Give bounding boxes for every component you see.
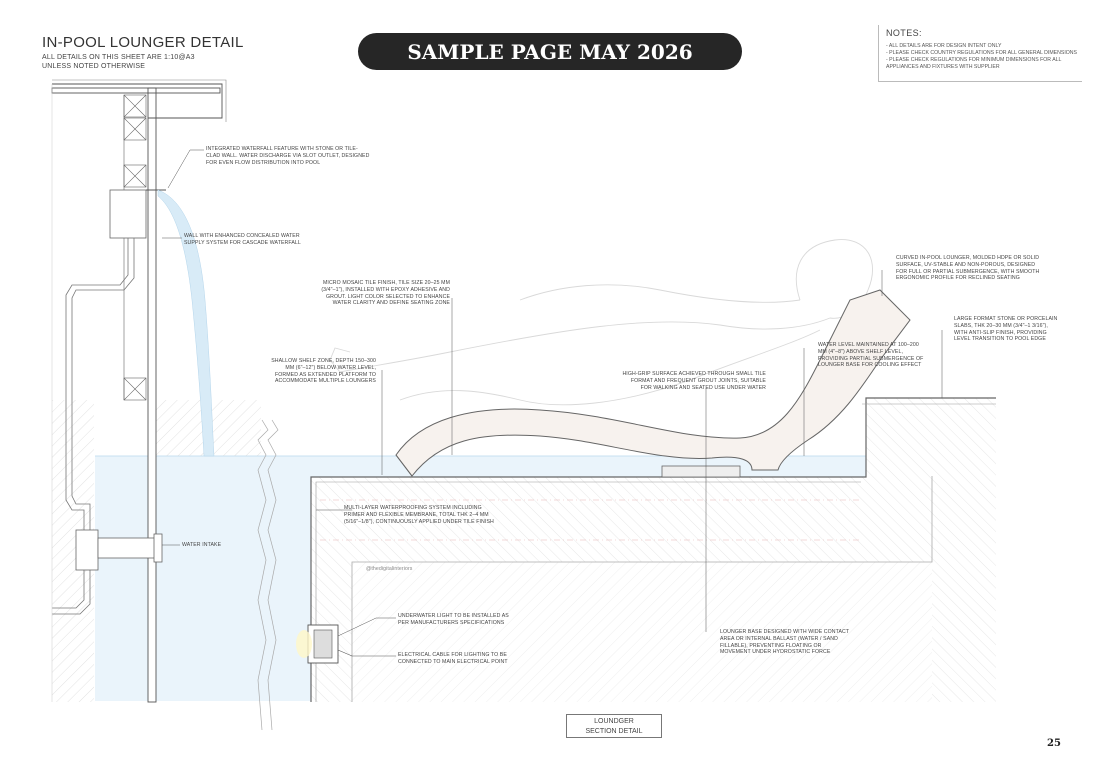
annotation-mosaic: MICRO MOSAIC TILE FINISH, TILE SIZE 20–2… — [321, 280, 450, 307]
page-number: 25 — [1047, 738, 1061, 749]
annotation-lounger: CURVED IN-POOL LOUNGER, MOLDED HDPE OR S… — [896, 255, 1040, 282]
blockwork — [123, 94, 147, 401]
annotation-water-intake: WATER INTAKE — [182, 542, 222, 548]
structure-fill — [352, 562, 932, 702]
electrical-cable — [337, 649, 396, 657]
break-line — [257, 419, 269, 731]
waterfall-wall — [147, 87, 157, 703]
pool-water-deep — [95, 456, 311, 701]
note-item: - PLEASE CHECK REGULATIONS FOR MINIMUM D… — [886, 57, 1062, 63]
supply-tank — [109, 189, 147, 239]
page-title: IN-POOL LOUNGER DETAIL — [42, 34, 244, 51]
note-item: - ALL DETAILS ARE FOR DESIGN INTENT ONLY — [886, 43, 1002, 49]
coping — [51, 87, 221, 94]
break-line — [267, 419, 279, 731]
note-item: - PLEASE CHECK COUNTRY REGULATIONS FOR A… — [886, 50, 1078, 56]
intake-fitting — [75, 529, 99, 571]
structure-outline — [351, 476, 933, 702]
scale-note-2: UNLESS NOTED OTHERWISE — [42, 63, 146, 70]
light-housing — [313, 629, 333, 659]
pool-shell — [310, 397, 996, 702]
annotation-grip: HIGH-GRIP SURFACE ACHIEVED THROUGH SMALL… — [622, 371, 766, 391]
watermark: @thedigitalinteriors — [366, 566, 413, 572]
notes-title: NOTES: — [886, 28, 922, 38]
leader-lines — [162, 149, 943, 637]
waterfall-cascade — [157, 189, 215, 457]
section-reference-subtitle: SECTION DETAIL — [585, 728, 643, 735]
annotation-waterproofing: MULTI-LAYER WATERPROOFING SYSTEM INCLUDI… — [344, 505, 494, 525]
section-reference-title: LOUNDGER — [594, 718, 634, 725]
annotation-waterfall: INTEGRATED WATERFALL FEATURE WITH STONE … — [206, 146, 370, 166]
light-glow — [296, 630, 312, 658]
section-reference: LOUNDGER SECTION DETAIL — [566, 714, 662, 738]
lounger-base — [661, 465, 741, 478]
intake-pipe — [97, 537, 157, 559]
sample-banner: SAMPLE PAGE MAY 2026 — [358, 33, 742, 70]
notes-panel: NOTES: - ALL DETAILS ARE FOR DESIGN INTE… — [878, 25, 1082, 82]
coping-outline-2 — [52, 79, 227, 122]
supply-pipe — [52, 238, 135, 615]
lounger-edge — [395, 454, 413, 477]
note-item: APPLIANCES AND FIXTURES WITH SUPPLIER — [886, 64, 1000, 70]
intake-grille — [153, 533, 163, 563]
coping-outline — [52, 83, 223, 119]
scale-note: ALL DETAILS ON THIS SHEET ARE 1:10@A3 — [42, 54, 195, 61]
lounger — [395, 289, 911, 477]
